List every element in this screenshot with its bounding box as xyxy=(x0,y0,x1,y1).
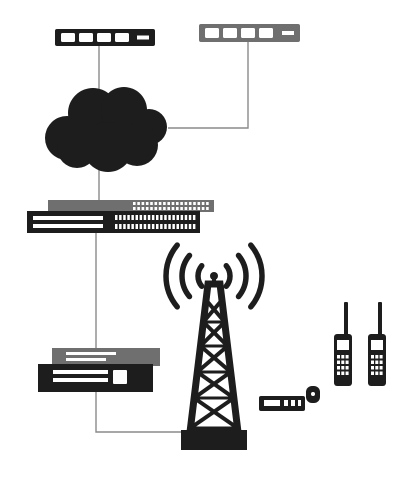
rack-router-icon xyxy=(27,200,214,233)
link-dispatch-console-to-radio-tower xyxy=(95,392,183,433)
link-switch-right-to-cloud xyxy=(168,42,249,129)
walkie-talkie-icon xyxy=(334,302,352,386)
switch-icon xyxy=(55,29,155,46)
switch-icon xyxy=(199,24,300,42)
diagram-nodes xyxy=(27,24,386,450)
radio-tower-icon xyxy=(163,242,265,450)
cloud-icon xyxy=(45,87,167,172)
console-icon xyxy=(38,348,160,392)
walkie-talkie-icon xyxy=(368,302,386,386)
mobile-radio-icon xyxy=(259,386,320,411)
